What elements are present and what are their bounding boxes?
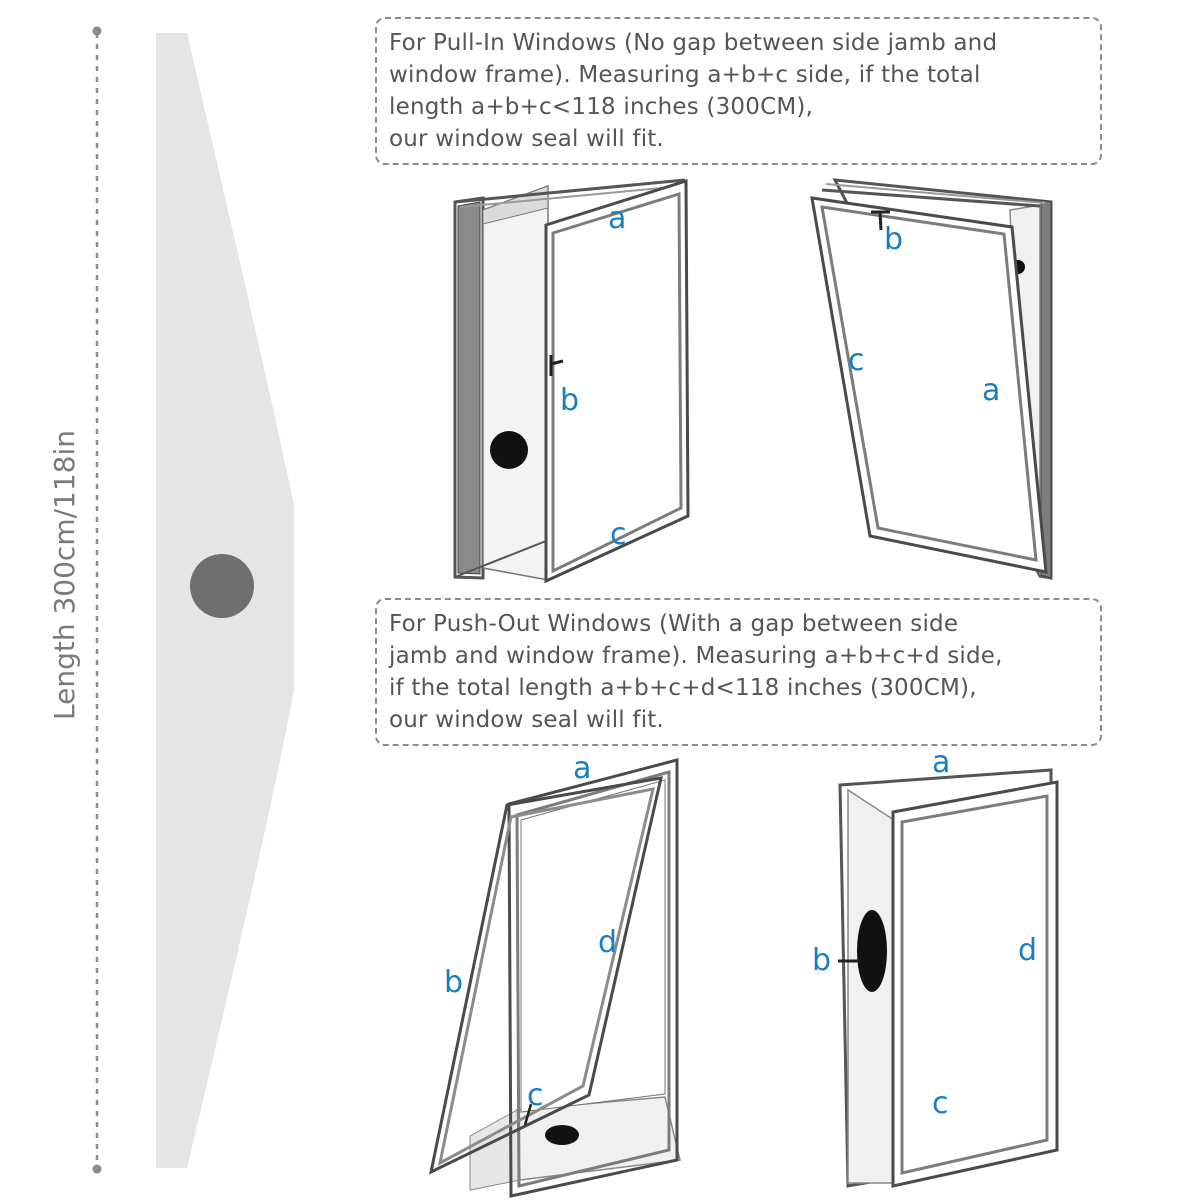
label-a: a (608, 201, 626, 236)
note-line: if the total length a+b+c+d<118 inches (… (389, 675, 977, 701)
label-b: b (560, 383, 579, 418)
push-out-window-right: a b d c (812, 745, 1059, 1188)
push-out-window-left: a b d c (428, 751, 681, 1198)
note-line: window frame). Measuring a+b+c side, if … (389, 62, 981, 88)
exhaust-hole (857, 910, 887, 992)
label-a: a (573, 751, 591, 786)
label-a: a (932, 745, 950, 780)
note-line: For Pull-In Windows (No gap between side… (389, 30, 998, 56)
note-line: our window seal will fit. (389, 707, 665, 733)
window-seal-sheet (156, 33, 294, 1168)
label-a: a (982, 373, 1000, 408)
push-out-note: For Push-Out Windows (With a gap between… (375, 598, 1102, 746)
label-c: c (848, 343, 865, 378)
label-d: d (598, 925, 617, 960)
exhaust-hole (490, 431, 528, 469)
note-line: For Push-Out Windows (With a gap between… (389, 611, 959, 637)
length-label: Length 300cm/118in (48, 430, 81, 720)
label-c: c (610, 517, 627, 552)
note-line: jamb and window frame). Measuring a+b+c+… (389, 643, 1003, 669)
pull-in-window-right: b c a (810, 178, 1053, 580)
length-measure (92, 26, 102, 1174)
pull-in-window-left: a b c (453, 178, 690, 584)
note-line: length a+b+c<118 inches (300CM), (389, 94, 814, 120)
label-c: c (527, 1078, 544, 1113)
exhaust-hole (190, 554, 254, 618)
label-b: b (884, 222, 903, 257)
note-line: our window seal will fit. (389, 126, 665, 152)
label-b: b (444, 965, 463, 1000)
label-c: c (932, 1086, 949, 1121)
pull-in-note: For Pull-In Windows (No gap between side… (375, 17, 1102, 165)
exhaust-hole (545, 1125, 579, 1145)
label-d: d (1018, 933, 1037, 968)
label-b: b (812, 943, 831, 978)
